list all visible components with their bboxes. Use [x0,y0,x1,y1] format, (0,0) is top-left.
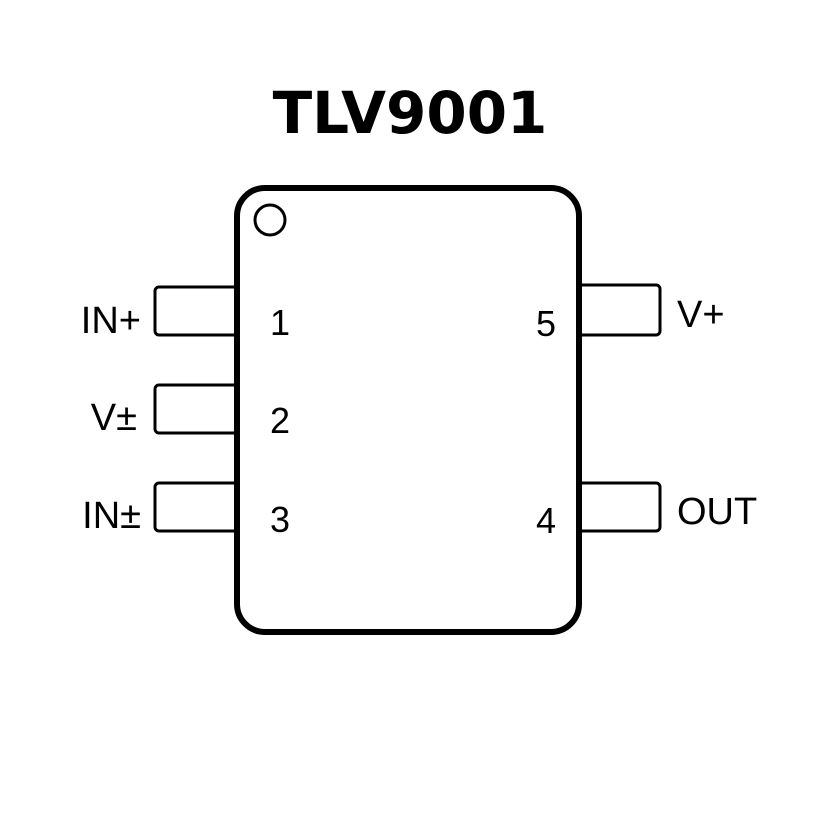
pin-1: IN+ 1 [81,285,290,343]
pin-5: V+ 5 [536,283,725,344]
chip-body [234,185,582,635]
pin-2-label: V± [91,397,137,439]
pin1-marker-icon [253,203,287,237]
pin-2-lead [153,383,237,435]
pin-4-number: 4 [536,500,556,541]
pin-4-lead [579,481,662,533]
pin-1-label: IN+ [81,300,141,342]
chip-title: TLV9001 [273,79,548,147]
pin-4-label: OUT [677,491,757,533]
pin-5-lead [579,283,662,337]
pin-2: V± 2 [91,383,290,441]
pin-5-label: V+ [677,294,725,336]
pin-3-lead [153,481,237,533]
pin-4: OUT 4 [536,481,757,541]
pin-3-label: IN± [82,495,141,537]
pin-5-number: 5 [536,303,556,344]
pin-2-number: 2 [270,400,290,441]
pin-3-number: 3 [270,499,290,540]
pin-1-lead [153,285,237,337]
pin-1-number: 1 [270,302,290,343]
pin-3: IN± 3 [82,481,290,540]
